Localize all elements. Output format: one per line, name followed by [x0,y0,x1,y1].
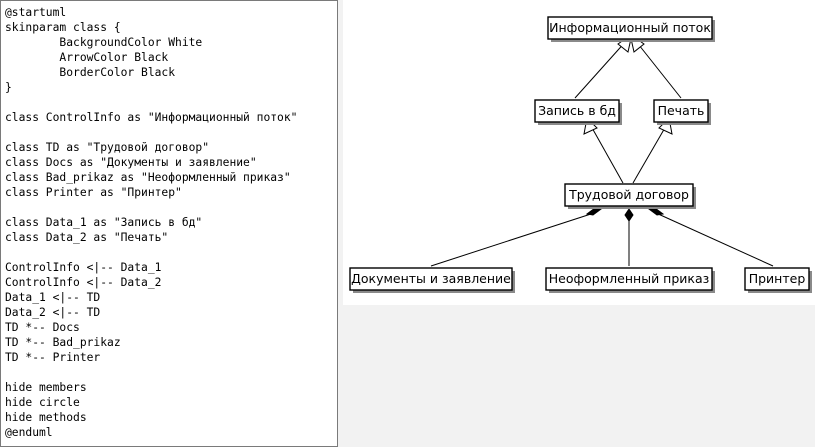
code-line[interactable] [5,200,337,215]
edge-data2-controlinfo [634,39,682,99]
code-line[interactable]: @enduml [5,426,53,439]
code-line[interactable]: hide methods [5,411,87,424]
code-line[interactable]: } [5,81,12,94]
code-line[interactable]: class TD as "Трудовой договор" [5,141,210,154]
node-data-1-label: Запись в бд [538,103,616,118]
node-data-2-label: Печать [658,103,705,118]
node-bad-prikaz[interactable]: Неоформленный приказ [545,267,715,293]
code-line[interactable]: skinparam class { [5,21,121,34]
composition-diamond-badprikaz [624,208,634,222]
node-td[interactable]: Трудовой договор [564,183,696,209]
code-line[interactable]: Data_1 <|-- TD [5,291,101,304]
code-line[interactable] [5,95,337,110]
edge-data1-controlinfo [574,39,628,99]
code-line[interactable]: hide circle [5,396,80,409]
code-line[interactable]: class Data_1 as "Запись в бд" [5,216,203,229]
code-text[interactable]: @startuml skinparam class { BackgroundCol… [1,1,337,440]
diagram-preview: Информационный поток Запись в бд Печать … [343,0,815,305]
node-docs[interactable]: Документы и заявление [349,267,515,293]
code-line[interactable]: class Docs as "Документы и заявление" [5,156,257,169]
code-line[interactable] [5,245,337,260]
code-line[interactable]: hide members [5,381,87,394]
edge-td-printer [655,212,774,267]
code-line[interactable]: TD *-- Docs [5,321,80,334]
node-printer[interactable]: Принтер [744,267,812,293]
node-control-info-label: Информационный поток [549,20,711,35]
code-line[interactable] [5,125,337,140]
edge-td-data2 [632,125,667,184]
code-line[interactable]: ControlInfo <|-- Data_2 [5,276,162,289]
node-control-info[interactable]: Информационный поток [547,16,715,42]
edge-td-data1 [590,125,624,184]
node-data-1[interactable]: Запись в бд [534,99,622,125]
code-line[interactable]: BorderColor Black [5,66,176,79]
node-td-label: Трудовой договор [568,187,689,202]
code-editor[interactable]: @startuml skinparam class { BackgroundCol… [0,0,338,447]
code-line[interactable] [5,365,337,380]
composition-diamond-printer [647,207,665,216]
uml-diagram: Информационный поток Запись в бд Печать … [349,16,812,293]
code-line[interactable]: ArrowColor Black [5,51,169,64]
code-line[interactable]: class ControlInfo as "Информационный пот… [5,111,298,124]
code-line[interactable]: Data_2 <|-- TD [5,306,101,319]
code-line[interactable]: class Printer as "Принтер" [5,186,182,199]
code-line[interactable]: BackgroundColor White [5,36,203,49]
edge-td-docs [430,212,595,267]
code-line[interactable]: TD *-- Bad_prikaz [5,336,121,349]
composition-diamond-docs [585,207,603,216]
node-docs-label: Документы и заявление [351,271,511,286]
code-line[interactable]: class Data_2 as "Печать" [5,231,169,244]
code-line[interactable]: class Bad_prikaz as "Неоформленный прика… [5,171,291,184]
node-data-2[interactable]: Печать [653,99,711,125]
code-line[interactable]: TD *-- Printer [5,351,101,364]
node-printer-label: Принтер [749,271,806,286]
node-bad-prikaz-label: Неоформленный приказ [549,271,710,286]
code-line[interactable]: ControlInfo <|-- Data_1 [5,261,162,274]
code-line[interactable]: @startuml [5,6,67,19]
